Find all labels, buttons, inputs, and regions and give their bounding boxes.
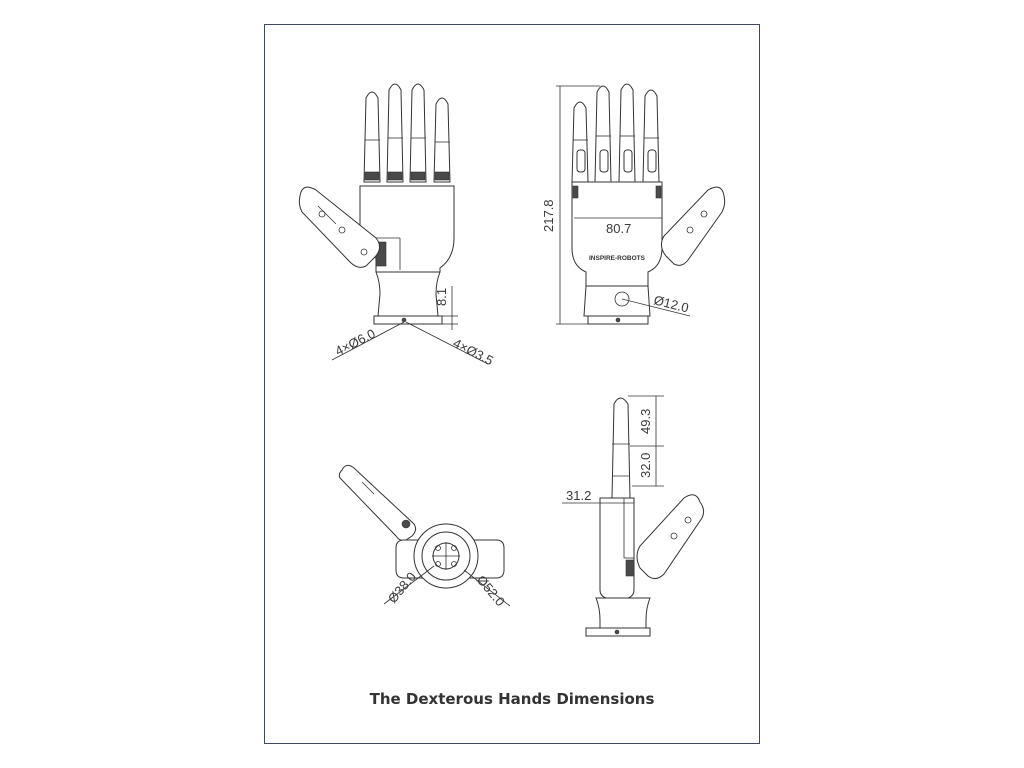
dim-bottom-outer-diameter: Ø52.0 bbox=[474, 572, 508, 609]
brand-label: INSPIRE-ROBOTS bbox=[589, 255, 646, 262]
dim-back-port-diameter: Ø12.0 bbox=[652, 292, 690, 315]
dim-front-holes-large: 4×Ø6.0 bbox=[333, 326, 378, 359]
page-title: The Dexterous Hands Dimensions bbox=[369, 690, 655, 708]
bottom-view: Ø38.0 Ø52.0 bbox=[338, 464, 511, 609]
back-view: INSPIRE-ROBOTS 217.8 80.7 Ø12.0 bbox=[541, 83, 726, 325]
front-thumb bbox=[298, 186, 380, 268]
front-fingers bbox=[363, 83, 451, 183]
front-palm bbox=[359, 185, 455, 273]
back-fingers bbox=[571, 83, 660, 183]
dim-side-palm-thickness: 31.2 bbox=[566, 488, 591, 503]
dim-front-base-height: 8.1 bbox=[434, 288, 449, 306]
drawing-sheet bbox=[264, 24, 760, 744]
dim-back-palm-width: 80.7 bbox=[606, 221, 631, 236]
front-view: 8.1 4×Ø6.0 4×Ø3.5 bbox=[298, 83, 496, 368]
side-view: 49.3 32.0 31.2 bbox=[562, 395, 705, 637]
dim-side-finger-segment-2: 32.0 bbox=[638, 453, 653, 478]
dim-front-holes-small: 4×Ø3.5 bbox=[451, 335, 496, 368]
dim-side-finger-segment-1: 49.3 bbox=[638, 409, 653, 434]
dim-bottom-inner-diameter: Ø38.0 bbox=[385, 569, 419, 606]
dim-back-total-height: 217.8 bbox=[541, 199, 556, 232]
back-thumb bbox=[660, 186, 726, 266]
